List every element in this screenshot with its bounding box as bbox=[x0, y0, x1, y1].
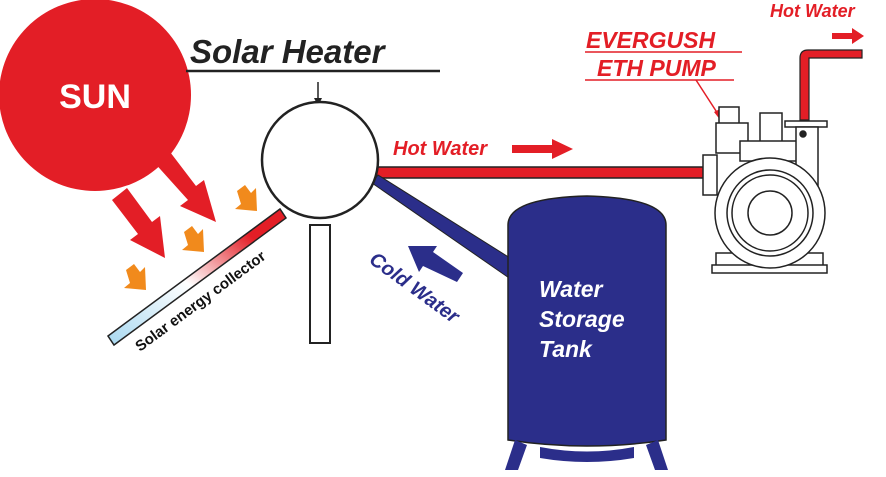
pump-label-line2: ETH PUMP bbox=[597, 55, 717, 81]
tank-label-line3: Tank bbox=[539, 336, 593, 362]
hot-water-arrow-icon bbox=[512, 139, 573, 159]
heat-arrow bbox=[182, 226, 204, 252]
cold-water-arrow-icon bbox=[408, 246, 463, 282]
heater-stand bbox=[309, 224, 331, 344]
sun: SUN bbox=[0, 0, 191, 191]
outlet-pipe bbox=[799, 49, 863, 121]
heater-tank bbox=[260, 100, 380, 220]
hot-water-label: Hot Water bbox=[393, 138, 488, 160]
collector-label: Solar energy collector bbox=[132, 248, 269, 355]
pump-label-line1: EVERGUSH bbox=[586, 27, 715, 53]
outlet-arrow-icon bbox=[832, 28, 864, 44]
outlet-label: Hot Water bbox=[770, 1, 856, 21]
heat-arrows bbox=[124, 185, 257, 290]
sun-ray-arrows bbox=[112, 148, 216, 258]
pump bbox=[702, 106, 828, 274]
tank-label-line1: Water bbox=[539, 276, 604, 302]
water-storage-tank: Water Storage Tank bbox=[505, 195, 668, 470]
heat-arrow bbox=[124, 264, 146, 290]
page-title: Solar Heater bbox=[190, 33, 387, 70]
ray-arrow bbox=[152, 148, 216, 222]
sun-label: SUN bbox=[59, 78, 131, 116]
ray-arrow bbox=[112, 188, 165, 258]
hot-water-pipe bbox=[371, 166, 713, 179]
tank-label-line2: Storage bbox=[539, 306, 625, 332]
pump-pointer-icon bbox=[695, 79, 722, 121]
heat-arrow bbox=[235, 185, 257, 211]
